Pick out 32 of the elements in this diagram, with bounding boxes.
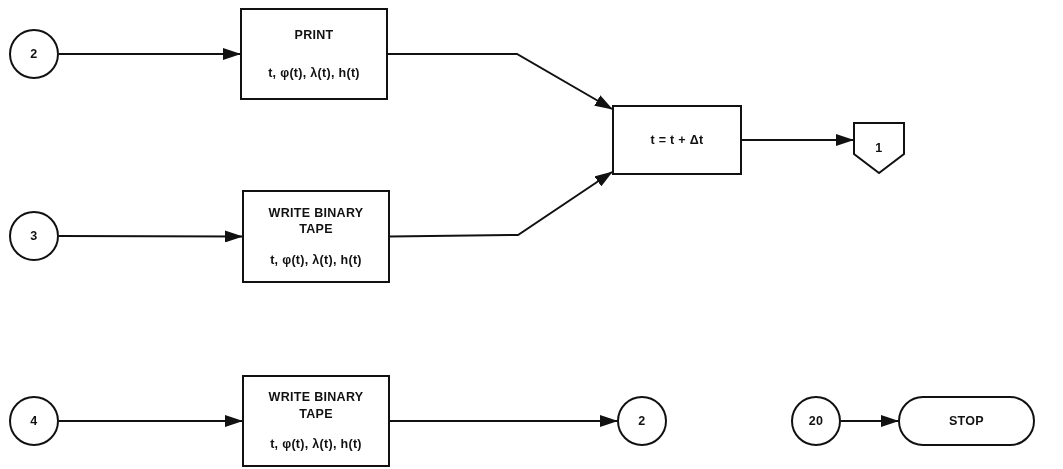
arrow: [389, 171, 613, 238]
process-box: [242, 375, 390, 467]
box-heading: PRINT: [294, 26, 334, 44]
arrow: [58, 230, 243, 243]
node-text: t, φ(t), λ(t), h(t): [270, 435, 362, 453]
arrow: [741, 134, 854, 146]
arrow: [840, 415, 899, 427]
connector-circle: [791, 396, 841, 446]
terminal-box: [898, 396, 1035, 446]
arrow: [389, 415, 618, 427]
process-box: [240, 8, 388, 100]
box-heading: WRITE BINARY TAPE: [267, 204, 365, 239]
connector-circle: [9, 29, 59, 79]
node-text: t, φ(t), λ(t), h(t): [270, 251, 362, 269]
connector-circle: [9, 211, 59, 261]
node-text: STOP: [949, 412, 984, 430]
node-text: t, φ(t), λ(t), h(t): [268, 64, 360, 82]
node-text: t = t + Δt: [650, 131, 704, 149]
node-text: 20: [808, 412, 824, 430]
node-text: 2: [30, 45, 38, 63]
arrow: [387, 53, 613, 110]
node-text: 2: [638, 412, 646, 430]
arrow: [58, 415, 243, 427]
node-text: 1: [875, 139, 883, 157]
arrow: [58, 48, 241, 60]
connector-circle: [9, 396, 59, 446]
connector-circle: [617, 396, 667, 446]
node-text: 3: [30, 227, 38, 245]
process-box: [612, 105, 742, 175]
box-heading: WRITE BINARY TAPE: [267, 389, 365, 424]
process-box: [242, 190, 390, 283]
node-text: 4: [30, 412, 38, 430]
